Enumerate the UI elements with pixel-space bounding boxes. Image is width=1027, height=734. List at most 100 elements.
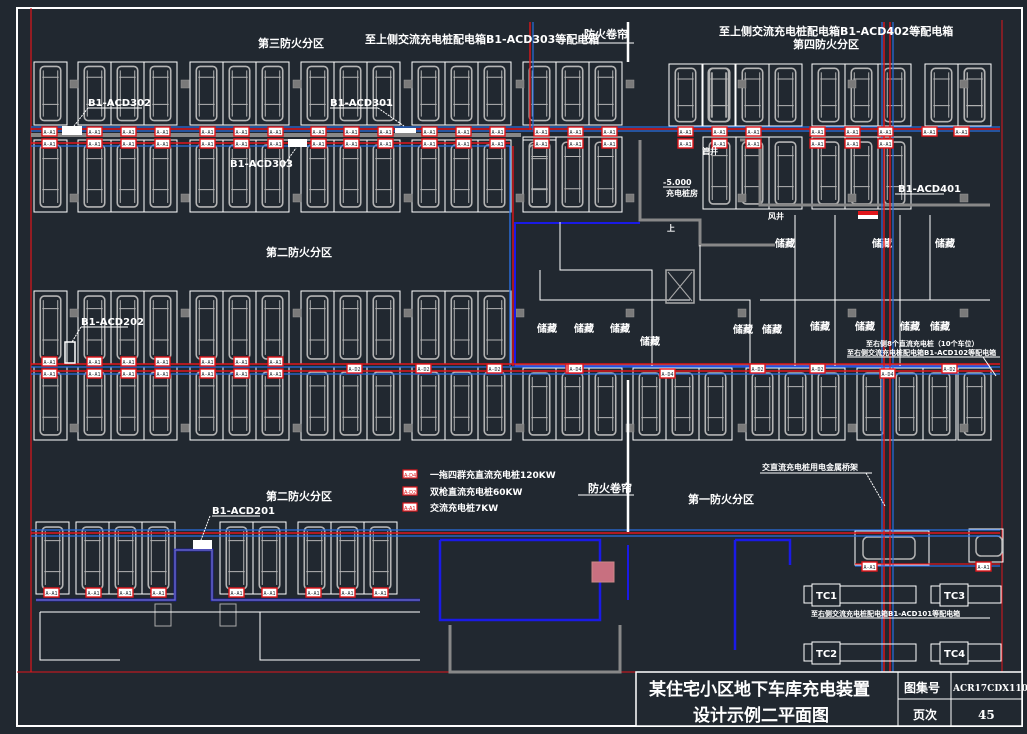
outer-frame <box>16 7 1023 727</box>
parking-stall <box>411 366 446 441</box>
charger-tag-ac: A-A1 <box>120 138 137 149</box>
charger-tag-box <box>86 138 103 149</box>
charger-tag-ac: A-A1 <box>343 126 360 137</box>
charger-tag-box <box>154 138 171 149</box>
structural-column <box>180 308 190 318</box>
charger-tag-text: A-A1 <box>380 130 392 136</box>
transformer-tc4[interactable]: TC4 <box>930 641 1002 665</box>
charger-tag-box <box>533 126 550 137</box>
parking-stall <box>924 63 959 127</box>
structural-column <box>403 79 413 89</box>
charger-tag-ac: A-A1 <box>86 356 103 367</box>
fire-shutter-label-mid: 防火卷帘 <box>588 481 632 495</box>
charger-tag-text: A-D2 <box>489 367 501 373</box>
parking-stall <box>778 367 813 441</box>
transformer-tc2[interactable]: TC2 <box>803 641 917 665</box>
wall <box>735 538 792 565</box>
pink-hatched-area <box>591 561 615 583</box>
charger-tag-dc2: A-D2 <box>486 363 503 374</box>
charger-tag-ac: A-A1 <box>261 587 278 598</box>
parking-stall <box>735 63 770 127</box>
charger-tag-text: A-A1 <box>202 130 214 136</box>
charger-tag-ac: A-A1 <box>343 138 360 149</box>
charger-tag-text: A-A1 <box>978 565 990 571</box>
distribution-box-acd401[interactable] <box>858 211 878 215</box>
distribution-box-acd303[interactable] <box>288 139 307 147</box>
parked-car-icon <box>39 295 62 360</box>
charger-tag-ac: A-A1 <box>233 126 250 137</box>
atlas-number: ACR17CDX1101 <box>952 684 1027 694</box>
charger-tag-box <box>844 138 861 149</box>
legend-swatch <box>402 502 418 512</box>
drawing-title-line2: 设计示例二平面图 <box>693 705 829 726</box>
charger-tag-box <box>455 126 472 137</box>
charger-tag-ac: A-A1 <box>43 587 60 598</box>
legend-desc: 交流充电桩7KW <box>430 502 498 514</box>
storage-room-label: 储藏 <box>929 320 950 333</box>
car-body <box>372 371 395 436</box>
charger-tag-ac: A-A1 <box>745 138 762 149</box>
parked-car-icon <box>594 141 617 208</box>
charger-tag-ac: A-A1 <box>117 587 134 598</box>
legend-tag: A-D4 <box>404 473 416 479</box>
charger-tag-ac: A-A1 <box>489 138 506 149</box>
zone-label-3: 第三防火分区 <box>258 36 324 50</box>
charger-tag-box <box>601 138 618 149</box>
distribution-box-acd302[interactable] <box>62 126 82 135</box>
charger-tag-box <box>85 587 102 598</box>
parking-stall <box>477 61 512 126</box>
charger-tag-ac: A-A1 <box>861 561 878 572</box>
parked-car-icon <box>450 295 473 360</box>
parking-stall <box>366 366 401 441</box>
charger-tag-text: A-D2 <box>349 367 361 373</box>
parking-stall <box>33 61 68 126</box>
charger-tag-text: A-A1 <box>44 130 56 136</box>
parking-stall <box>33 290 68 365</box>
distribution-box-acd201[interactable] <box>193 540 212 549</box>
legend-desc: 一拖四群充直流充电桩120KW <box>430 469 556 481</box>
charger-tag-text: A-A1 <box>123 130 135 136</box>
charger-tag-box <box>267 356 284 367</box>
parking-stall <box>366 290 401 365</box>
parked-car-icon <box>528 141 551 208</box>
parked-car-icon <box>417 65 440 122</box>
parked-car-icon <box>963 372 986 436</box>
charger-tag-box <box>677 138 694 149</box>
parked-car-icon <box>963 67 986 123</box>
charger-tag-text: A-A1 <box>748 142 760 148</box>
charger-tag-ac: A-A1 <box>86 368 103 379</box>
charger-tag-text: A-A1 <box>375 591 387 597</box>
charger-tag-box <box>711 126 728 137</box>
parking-stall <box>255 290 290 365</box>
stair-up-label: 上 <box>667 223 675 233</box>
structural-column <box>515 423 525 433</box>
charger-tag-ac: A-A1 <box>120 126 137 137</box>
charger-tag-text: A-A1 <box>536 130 548 136</box>
car-body <box>895 372 918 436</box>
structural-column <box>515 193 525 203</box>
charger-tag-box <box>921 126 938 137</box>
shaft-label-1: 管井 <box>702 146 718 156</box>
transformer-tc3[interactable]: TC3 <box>930 583 1002 607</box>
parked-car-icon <box>149 144 172 208</box>
distribution-box-acd202[interactable] <box>64 341 76 364</box>
charger-tag-box <box>377 126 394 137</box>
transformer-tc1[interactable]: TC1 <box>803 583 917 607</box>
charger-tag-text: A-A1 <box>153 591 165 597</box>
charger-tag-ac: A-A1 <box>421 126 438 137</box>
car-body <box>339 65 362 122</box>
charger-tag-box <box>745 138 762 149</box>
leader-line <box>982 356 997 377</box>
charger-tag-text: A-A1 <box>44 142 56 148</box>
charger-tag-box <box>261 587 278 598</box>
distribution-box-acd301[interactable] <box>395 128 416 133</box>
charger-tag-box <box>975 561 992 572</box>
parked-car-icon <box>928 372 951 436</box>
car-body <box>817 372 840 436</box>
charger-tag-box <box>809 363 826 374</box>
parked-car-icon <box>372 144 395 208</box>
charger-tag-ac: A-A1 <box>921 126 938 137</box>
parking-stall <box>333 366 368 441</box>
distribution-box-acd401-body <box>858 215 878 219</box>
